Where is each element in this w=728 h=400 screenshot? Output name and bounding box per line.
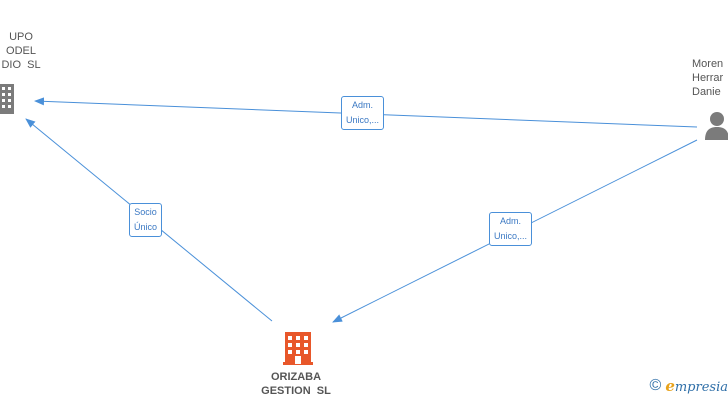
brand-logo[interactable]: empresia	[665, 377, 728, 395]
building-icon	[283, 332, 313, 365]
node-label-grupo: UPO ODEL DIO SL	[1, 31, 41, 71]
edge-label-orizaba-grupo[interactable]: Socio Único	[129, 203, 163, 237]
node-label-person: Moren Herrar Danie	[692, 58, 724, 98]
building-icon	[0, 84, 14, 114]
person-icon	[705, 112, 728, 140]
brand-logo-initial: e	[665, 377, 675, 395]
edge-label-person-grupo[interactable]: Adm. Unico,...	[341, 96, 385, 130]
node-label-orizaba: ORIZABA GESTION SL	[261, 371, 331, 397]
footer-brand: © empresia	[650, 376, 728, 396]
brand-logo-text: mpresia	[674, 380, 728, 395]
copyright-icon: ©	[649, 377, 662, 394]
edge-label-person-orizaba[interactable]: Adm. Unico,...	[489, 212, 533, 246]
